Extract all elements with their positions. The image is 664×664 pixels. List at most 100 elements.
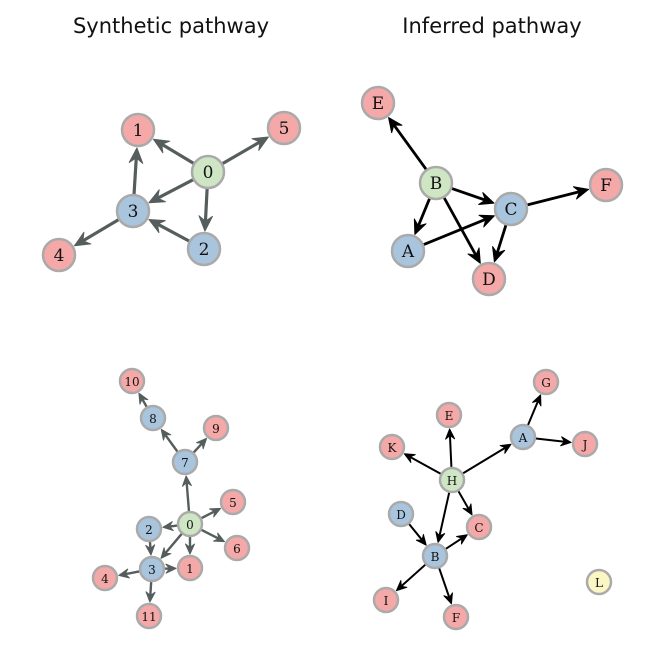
node-bottom-right-J: J bbox=[571, 430, 599, 458]
arrowhead-icon bbox=[73, 231, 92, 247]
node-label: K bbox=[388, 441, 398, 455]
node-label: 6 bbox=[233, 542, 241, 556]
node-label: 0 bbox=[203, 163, 214, 183]
node-bottom-left-2: 2 bbox=[135, 515, 163, 543]
arrowhead-icon bbox=[145, 591, 156, 603]
node-bottom-left-1: 1 bbox=[176, 554, 204, 582]
edge-top-left-0-2 bbox=[198, 187, 213, 232]
arrowhead-icon bbox=[572, 186, 590, 200]
edge-bottom-right-H-C bbox=[457, 490, 473, 516]
edge-bottom-left-2-3 bbox=[145, 540, 156, 556]
node-bottom-left-3: 3 bbox=[138, 555, 166, 583]
edge-bottom-right-H-B bbox=[435, 491, 451, 543]
node-bottom-right-D: D bbox=[387, 500, 415, 528]
edge-bottom-left-0-5 bbox=[200, 507, 222, 520]
edge-bottom-right-H-K bbox=[403, 453, 442, 475]
node-label: 4 bbox=[101, 572, 109, 586]
arrowhead-icon bbox=[435, 531, 446, 543]
edge-bottom-left-0-1 bbox=[185, 535, 195, 555]
arrowhead-icon bbox=[560, 436, 572, 447]
arrowhead-icon bbox=[196, 437, 208, 450]
node-label: B bbox=[430, 174, 443, 194]
node-label: 3 bbox=[128, 202, 139, 222]
node-top-right-A: A bbox=[390, 233, 426, 269]
synthetic-pathway-title: Synthetic pathway bbox=[72, 14, 270, 38]
edge-top-left-3-1 bbox=[128, 147, 144, 196]
node-bottom-right-L: L bbox=[585, 568, 613, 596]
node-label: B bbox=[431, 550, 440, 564]
node-label: F bbox=[600, 176, 612, 196]
node-bottom-right-E: E bbox=[435, 401, 463, 429]
arrowhead-icon bbox=[443, 592, 453, 605]
edge-top-right-A-C bbox=[422, 214, 495, 246]
node-bottom-right-A: A bbox=[509, 423, 537, 451]
edge-bottom-right-A-J bbox=[534, 436, 572, 447]
arrowhead-icon bbox=[395, 580, 408, 592]
edge-top-left-2-3 bbox=[148, 218, 191, 243]
arrowhead-icon bbox=[209, 507, 222, 518]
arrowhead-icon bbox=[152, 138, 171, 154]
arrowhead-icon bbox=[499, 443, 512, 454]
edge-bottom-left-7-8 bbox=[160, 428, 179, 453]
arrowhead-icon bbox=[148, 189, 166, 204]
node-label: C bbox=[504, 200, 517, 220]
node-bottom-right-C: C bbox=[465, 513, 493, 541]
edge-bottom-left-3-1 bbox=[163, 563, 177, 574]
arrowhead-icon bbox=[162, 521, 174, 532]
edge-top-left-3-4 bbox=[73, 218, 120, 247]
node-bottom-left-6: 6 bbox=[223, 534, 251, 562]
edge-bottom-right-H-A bbox=[462, 443, 512, 475]
arrowhead-icon bbox=[251, 136, 269, 151]
node-label: 11 bbox=[141, 610, 156, 624]
edge-bottom-right-H-E bbox=[445, 428, 456, 469]
node-label: D bbox=[482, 270, 496, 290]
node-top-left-2: 2 bbox=[186, 231, 222, 267]
node-bottom-left-5: 5 bbox=[219, 488, 247, 516]
arrowhead-icon bbox=[198, 215, 213, 232]
node-bottom-right-B: B bbox=[421, 542, 449, 570]
node-label: C bbox=[474, 521, 483, 535]
node-top-right-D: D bbox=[471, 261, 507, 297]
arrowhead-icon bbox=[160, 547, 172, 559]
arrowhead-icon bbox=[413, 218, 427, 235]
arrowhead-icon bbox=[160, 428, 172, 441]
node-label: A bbox=[401, 242, 415, 262]
node-label: G bbox=[541, 376, 551, 390]
edge-top-right-B-A bbox=[413, 197, 431, 235]
arrowhead-icon bbox=[128, 147, 144, 164]
edge-top-right-B-C bbox=[450, 187, 495, 205]
node-label: 1 bbox=[133, 121, 144, 141]
node-top-left-3: 3 bbox=[115, 193, 151, 229]
edge-bottom-left-0-2 bbox=[162, 521, 179, 532]
node-label: 10 bbox=[124, 375, 139, 389]
edge-bottom-right-D-B bbox=[408, 523, 427, 546]
edge-bottom-right-A-G bbox=[527, 394, 542, 427]
node-top-right-E: E bbox=[360, 85, 396, 121]
arrowhead-icon bbox=[445, 428, 456, 440]
arrowhead-icon bbox=[145, 544, 156, 556]
edge-top-left-0-1 bbox=[152, 138, 196, 165]
edge-top-left-0-3 bbox=[148, 178, 195, 204]
node-top-right-B: B bbox=[418, 165, 454, 201]
node-bottom-left-7: 7 bbox=[171, 448, 199, 476]
node-label: 7 bbox=[181, 456, 189, 470]
arrowhead-icon bbox=[492, 246, 506, 263]
node-label: E bbox=[372, 94, 384, 114]
node-label: A bbox=[518, 431, 528, 445]
edge-bottom-right-B-I bbox=[395, 563, 427, 592]
node-label: 5 bbox=[279, 119, 290, 139]
node-label: 2 bbox=[145, 523, 153, 537]
node-bottom-left-9: 9 bbox=[202, 414, 230, 442]
edge-bottom-left-8-10 bbox=[138, 392, 149, 408]
edge-top-left-0-5 bbox=[221, 136, 269, 166]
node-label: H bbox=[447, 474, 457, 488]
node-label: E bbox=[445, 409, 454, 423]
node-bottom-right-H: H bbox=[438, 466, 466, 494]
node-label: 1 bbox=[186, 562, 194, 576]
edge-bottom-left-3-11 bbox=[145, 580, 156, 603]
node-label: 8 bbox=[149, 412, 157, 426]
node-label: 5 bbox=[229, 496, 237, 510]
arrowhead-icon bbox=[185, 543, 195, 555]
arrowhead-icon bbox=[478, 192, 495, 205]
node-top-left-5: 5 bbox=[266, 110, 302, 146]
